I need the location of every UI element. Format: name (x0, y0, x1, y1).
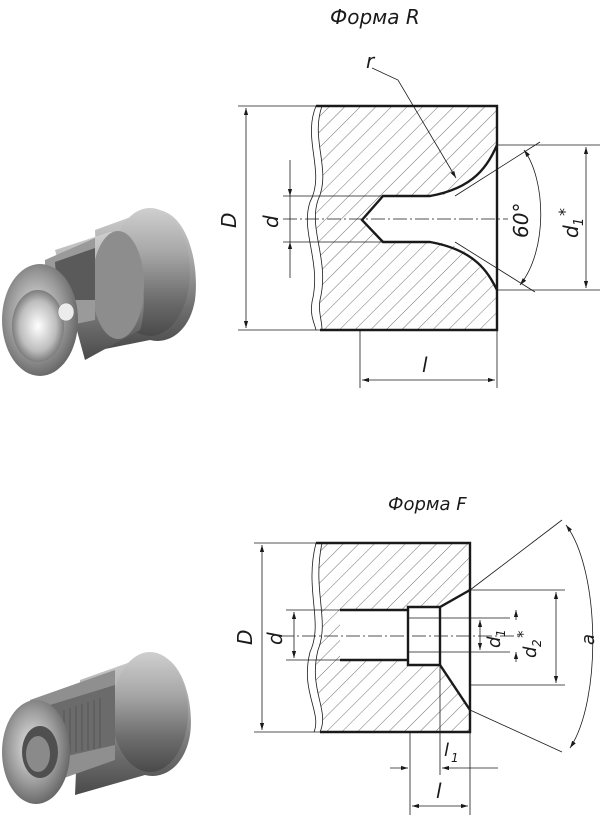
svg-text:1: 1 (572, 218, 587, 226)
form-f-label-d: d (263, 632, 287, 645)
form-f-label-a: a (578, 634, 599, 645)
svg-text:d: d (484, 636, 505, 648)
svg-text:l: l (444, 740, 449, 761)
form-r-section (306, 104, 499, 332)
form-f-label-l: l (436, 779, 442, 803)
form-f-isometric-part (2, 652, 191, 804)
form-r-title: Форма R (330, 5, 420, 29)
form-f-label-d1: d 1 (484, 629, 508, 648)
form-f-label-l1: l 1 (444, 740, 459, 765)
svg-text:1: 1 (494, 629, 508, 637)
svg-text:d: d (520, 646, 541, 658)
svg-text:d: d (559, 225, 583, 238)
form-r-drawing: Форма R D d r (217, 5, 600, 388)
form-f-label-d2: d 2 * (514, 630, 544, 658)
form-r-label-d: d (259, 215, 283, 228)
svg-text:2: 2 (530, 639, 544, 647)
form-f-drawing: Форма F D d d 1 (233, 494, 599, 815)
svg-text:*: * (555, 208, 574, 216)
form-r-label-angle: 60° (509, 203, 533, 238)
form-r-label-r: r (366, 49, 376, 73)
form-f-section (306, 541, 472, 734)
form-r-label-l: l (422, 353, 428, 377)
form-r-isometric-part (2, 208, 196, 376)
form-r-label-D: D (217, 213, 241, 228)
form-r-label-d1: d 1 * (555, 208, 587, 238)
form-f-label-D: D (233, 630, 257, 645)
svg-text:*: * (514, 630, 532, 638)
svg-text:1: 1 (451, 751, 459, 765)
form-f-title: Форма F (388, 494, 467, 515)
